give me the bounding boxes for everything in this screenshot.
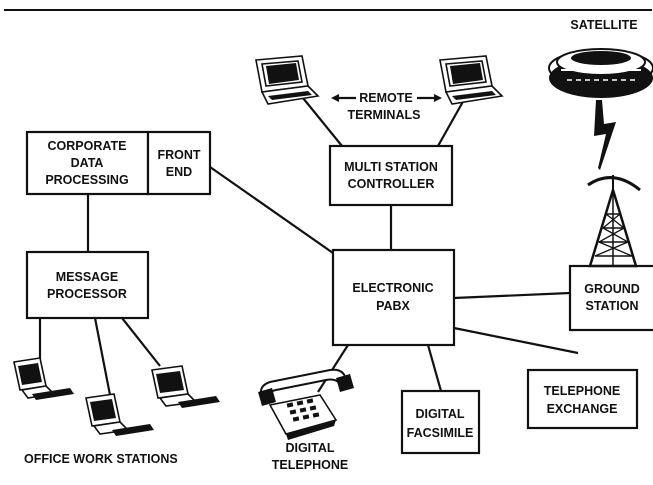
remote-terminal-right-icon [439,55,504,105]
multi-station-controller-box [328,144,454,207]
ground-station-label-1: GROUND [584,282,640,296]
corporate-label-1: CORPORATE [48,139,127,153]
remote-arrows [331,94,442,102]
wire-pabx-ground [453,291,571,300]
electronic-pabx-box [331,248,456,347]
digital-facsimile-label-1: DIGITAL [415,407,464,421]
msc-label-1: MULTI STATION [344,160,438,174]
wire-terminal-left-msc [302,97,343,147]
wire-msgproc-ws2 [93,317,112,396]
workstation-2-icon [85,393,154,436]
ground-antenna-icon [587,175,641,268]
telephone-exchange-label-1: TELEPHONE [544,384,620,398]
workstation-1-icon [13,357,74,400]
msc-label-2: CONTROLLER [348,177,435,191]
remote-label: REMOTE [359,91,412,105]
front-end-label-1: FRONT [157,148,200,162]
wire-terminal-right-msc [437,97,466,147]
digital-telephone-label-2: TELEPHONE [272,458,348,472]
remote-terminal-left-icon [255,55,320,105]
corporate-label-2: DATA [71,156,104,170]
front-end-box [146,130,212,196]
satellite-label: SATELLITE [570,18,637,32]
digital-facsimile-box [400,389,481,455]
office-work-stations-label: OFFICE WORK STATIONS [24,452,178,466]
digital-telephone-icon [258,368,354,440]
corporate-label-3: PROCESSING [45,173,128,187]
pabx-label-2: PABX [376,299,410,313]
message-processor-label-1: MESSAGE [56,270,119,284]
workstation-3-icon [151,365,220,408]
digital-telephone-label-1: DIGITAL [285,441,334,455]
telephone-exchange-label-2: EXCHANGE [547,402,618,416]
digital-facsimile-label-2: FACSIMILE [407,426,474,440]
satellite-icon [548,48,653,98]
message-processor-box [25,250,150,320]
wire-frontend-pabx [209,166,334,254]
wire-pabx-facsimile [426,344,443,392]
wire-msgproc-ws3 [121,317,161,367]
lightning-bolt-icon [594,100,616,170]
wire-pabx-exchange [453,326,579,355]
message-processor-label-2: PROCESSOR [47,287,127,301]
ground-station-box [568,264,653,332]
connectors [38,97,579,396]
pabx-label-1: ELECTRONIC [352,281,433,295]
terminals-label: TERMINALS [348,108,421,122]
ground-station-label-2: STATION [585,299,638,313]
front-end-label-2: END [166,165,192,179]
wire-pabx-telephone [317,344,349,393]
telephone-exchange-box [526,368,639,430]
